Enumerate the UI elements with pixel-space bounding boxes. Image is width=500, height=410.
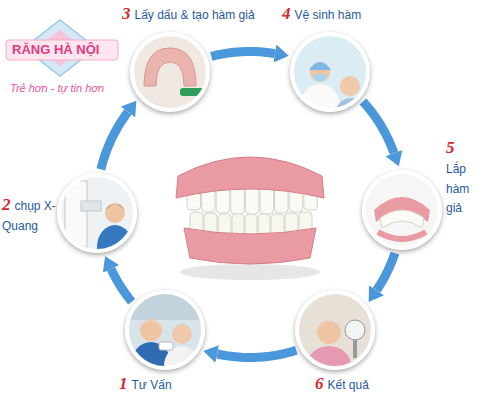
step-circle: 2chụp X-Quang (57, 173, 137, 253)
step-circle: 5Lắp hàm giả (362, 170, 442, 250)
dentures-illustration (176, 157, 324, 280)
cycle-arrow (217, 350, 296, 357)
cycle-arrow (101, 112, 128, 169)
step-number: 1 (119, 374, 128, 393)
step-caption: 1 Tư Vấn (119, 374, 172, 394)
step-label: Vệ sinh hàm (295, 8, 362, 22)
step-circle: 3Lấy dấu & tạo hàm giả (130, 32, 210, 112)
cycle-arrow (111, 269, 132, 302)
step-caption: 3 Lấy dấu & tạo hàm giả (122, 4, 255, 24)
step-photo (295, 290, 375, 370)
step-label: Tư Vấn (132, 378, 172, 392)
cycle-arrow (211, 51, 275, 56)
step-circle: 6Kết quả (295, 290, 375, 370)
step-caption: 2chụp X-Quang (2, 195, 56, 235)
step-caption: 6 Kết quả (315, 374, 369, 394)
step-number: 2 (2, 195, 11, 214)
step-number: 6 (315, 374, 324, 393)
logo-text: RĂNG HÀ NỘI (12, 42, 99, 57)
step-photo (290, 32, 370, 112)
step-caption: 5Lắp hàm giả (446, 138, 488, 216)
step-label: Kết quả (328, 378, 369, 392)
step-number: 4 (282, 4, 291, 23)
step-photo (130, 32, 210, 112)
logo-mark (6, 20, 118, 76)
step-photo (125, 290, 205, 370)
logo-band (6, 40, 118, 60)
step-number: 3 (122, 4, 131, 23)
step-photo (362, 170, 442, 250)
step-number: 5 (446, 138, 484, 158)
slogan-text: Trẻ hơn - tự tin hơn (10, 82, 104, 94)
step-photo (57, 173, 137, 253)
step-label: Lấy dấu & tạo hàm giả (135, 8, 255, 22)
step-circle: 4Vệ sinh hàm (290, 32, 370, 112)
step-circle: 1Tư Vấn (125, 290, 205, 370)
cycle-arrow (363, 101, 394, 153)
step-label: Lắp hàm giả (446, 162, 469, 214)
cycle-arrow (377, 253, 395, 290)
step-caption: 4 Vệ sinh hàm (282, 4, 361, 24)
